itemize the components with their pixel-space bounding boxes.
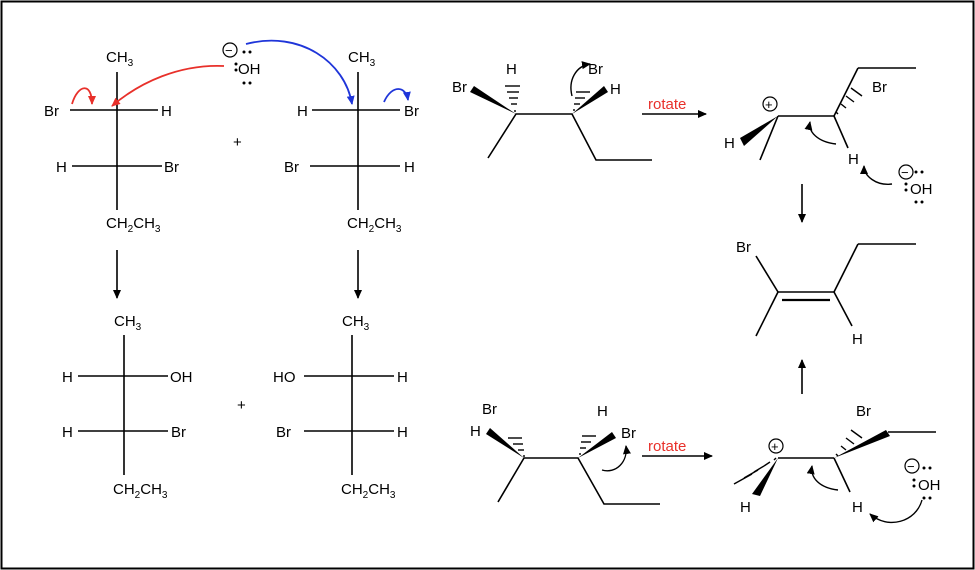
atom-br: Br (284, 159, 299, 176)
atom-h: H (397, 369, 408, 386)
atom-h: H (297, 103, 308, 120)
atom-oh: OH (170, 369, 193, 386)
carbocation-top: H + Br H − OH (724, 67, 933, 204)
curved-arrow-elimination (806, 465, 839, 491)
atom-h: H (852, 331, 863, 348)
atom-h: H (597, 403, 608, 420)
atom-oh: OH (918, 477, 941, 494)
subscript: 3 (128, 58, 134, 69)
atom-h: H (610, 81, 621, 98)
atom-h: H (740, 499, 751, 516)
rotate-label: rotate (648, 96, 686, 113)
svg-text:CH2CH3: CH2CH3 (341, 481, 396, 501)
blue-attack-arrow (245, 39, 355, 105)
atom-br: Br (621, 425, 636, 442)
atom-h: H (724, 135, 735, 152)
plus-sign: + (233, 134, 242, 151)
svg-text:−: − (901, 165, 909, 180)
atom-h: H (62, 424, 73, 441)
rotate-label: rotate (648, 438, 686, 455)
plus-sign: + (237, 397, 246, 414)
atom-h: H (852, 499, 863, 516)
plus-charge: + (765, 97, 773, 112)
atom-br: Br (44, 103, 59, 120)
atom-br: Br (171, 424, 186, 441)
atom-ch3: CH (106, 49, 128, 66)
atom-br: Br (588, 61, 603, 78)
minus-charge-circle (222, 42, 238, 58)
svg-text:CH3: CH3 (106, 49, 134, 69)
fischer-reactant-right: CH3 H Br Br H CH2CH3 (284, 49, 419, 235)
hydroxide-nucleophile: − OH (222, 42, 261, 85)
atom-h: H (404, 159, 415, 176)
cation-charge-circle (762, 96, 778, 112)
minus-sign: − (225, 43, 233, 58)
curved-arrow-elimination (804, 121, 837, 145)
zigzag-reactant-bottom: Br H H Br (470, 401, 660, 505)
alkene-product: Br H (736, 239, 916, 348)
atom-br: Br (276, 424, 291, 441)
svg-text:+: + (771, 439, 779, 454)
red-attack-arrow (111, 65, 225, 107)
atom-h: H (161, 103, 172, 120)
atom-h: H (56, 159, 67, 176)
fischer-product-right: CH3 HO H Br H CH2CH3 (273, 313, 408, 501)
curved-arrow-base (860, 165, 893, 185)
atom-br: Br (856, 403, 871, 420)
atom-br: Br (482, 401, 497, 418)
carbocation-bottom: H + Br H − OH (733, 403, 941, 524)
curved-arrow-base (869, 499, 923, 524)
atom-br: Br (164, 159, 179, 176)
fischer-product-left: CH3 H OH H Br CH2CH3 (62, 313, 193, 501)
fischer-reactant-left: CH3 Br H H Br CH2CH3 (44, 49, 179, 235)
atom-oh: OH (238, 61, 261, 78)
atom-h: H (62, 369, 73, 386)
curved-arrow-leaving-group (601, 445, 631, 472)
atom-h: H (397, 424, 408, 441)
curved-arrow-leaving-group (570, 61, 591, 97)
svg-text:CH2CH3: CH2CH3 (113, 481, 168, 501)
atom-ch2: CH (106, 215, 128, 232)
svg-text:CH3: CH3 (114, 313, 142, 333)
atom-br: Br (736, 239, 751, 256)
atom-br: Br (452, 79, 467, 96)
atom-h: H (470, 423, 481, 440)
atom-h: H (506, 61, 517, 78)
atom-ho: HO (273, 369, 296, 386)
zigzag-reactant-top: Br H Br H (452, 61, 652, 161)
svg-text:CH2CH3: CH2CH3 (347, 215, 402, 235)
svg-text:CH2CH3: CH2CH3 (106, 215, 161, 235)
atom-br: Br (404, 103, 419, 120)
atom-br: Br (872, 79, 887, 96)
atom-oh: OH (910, 181, 933, 198)
svg-text:CH3: CH3 (348, 49, 376, 69)
red-curved-arrow-leaving-group (71, 87, 96, 105)
svg-text:−: − (907, 459, 915, 474)
blue-curved-arrow-leaving-group (383, 88, 411, 103)
atom-h: H (848, 151, 859, 168)
svg-text:CH3: CH3 (342, 313, 370, 333)
